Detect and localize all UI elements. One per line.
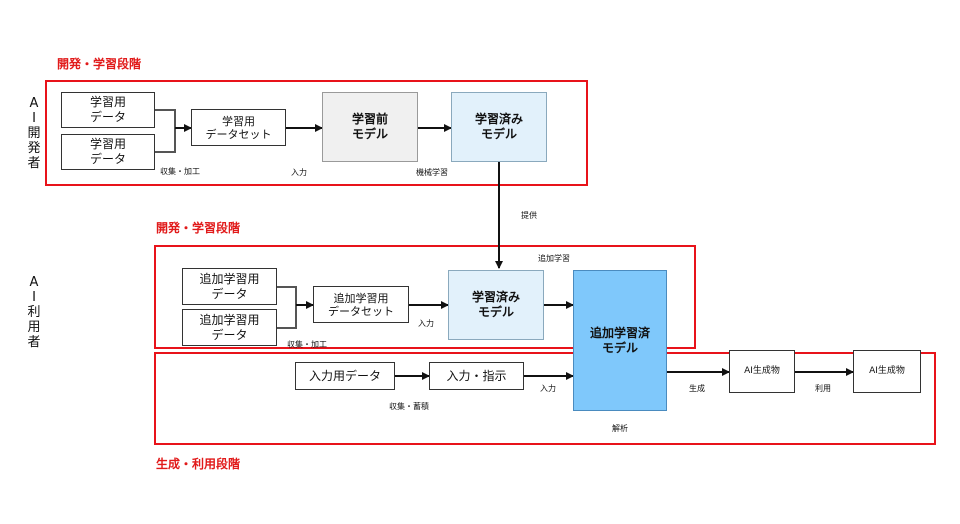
- gen-phase-title: 生成・利用段階: [156, 457, 241, 471]
- additional-dataset-box: 追加学習用 データセット: [313, 286, 409, 323]
- training-dataset-box: 学習用 データセット: [191, 109, 286, 146]
- label-collect-store: 収集・蓄積: [389, 402, 429, 411]
- label-use: 利用: [815, 384, 831, 393]
- additional-trained-model-box: 追加学習済 モデル: [573, 270, 667, 411]
- dev-phase-title-2: 開発・学習段階: [156, 221, 241, 235]
- input-instruction-box: 入力・指示: [429, 362, 524, 390]
- label-provide: 提供: [521, 211, 537, 220]
- additional-merge-bracket: [277, 286, 297, 329]
- label-input-1: 入力: [291, 168, 307, 177]
- training-data-box-1: 学習用 データ: [61, 92, 155, 128]
- trained-model-box-2: 学習済み モデル: [448, 270, 544, 340]
- dev-merge-bracket: [155, 109, 176, 153]
- label-input-3: 入力: [540, 384, 556, 393]
- ai-developer-label: A I 開 発 者: [27, 96, 41, 171]
- label-generate: 生成: [689, 384, 705, 393]
- training-data-box-2: 学習用 データ: [61, 134, 155, 170]
- dev-phase-title: 開発・学習段階: [57, 57, 142, 71]
- ai-output-box-2: AI生成物: [853, 350, 921, 393]
- additional-learning-phase-frame: [154, 245, 696, 349]
- label-machine-learning: 機械学習: [416, 168, 448, 177]
- trained-model-box: 学習済み モデル: [451, 92, 547, 162]
- gen-phase-frame: [154, 352, 936, 445]
- label-additional-learning: 追加学習: [538, 254, 570, 263]
- input-data-box: 入力用データ: [295, 362, 395, 390]
- ai-user-label: A I 利 用 者: [27, 275, 41, 350]
- ai-output-box-1: AI生成物: [729, 350, 795, 393]
- pre-model-box: 学習前 モデル: [322, 92, 418, 162]
- dev-phase-frame: [45, 80, 588, 186]
- label-collect-process-1: 収集・加工: [160, 167, 200, 176]
- label-analyze: 解析: [612, 424, 628, 433]
- label-collect-process-2: 収集・加工: [287, 340, 327, 349]
- label-input-2: 入力: [418, 319, 434, 328]
- additional-data-box-1: 追加学習用 データ: [182, 268, 277, 305]
- additional-data-box-2: 追加学習用 データ: [182, 309, 277, 346]
